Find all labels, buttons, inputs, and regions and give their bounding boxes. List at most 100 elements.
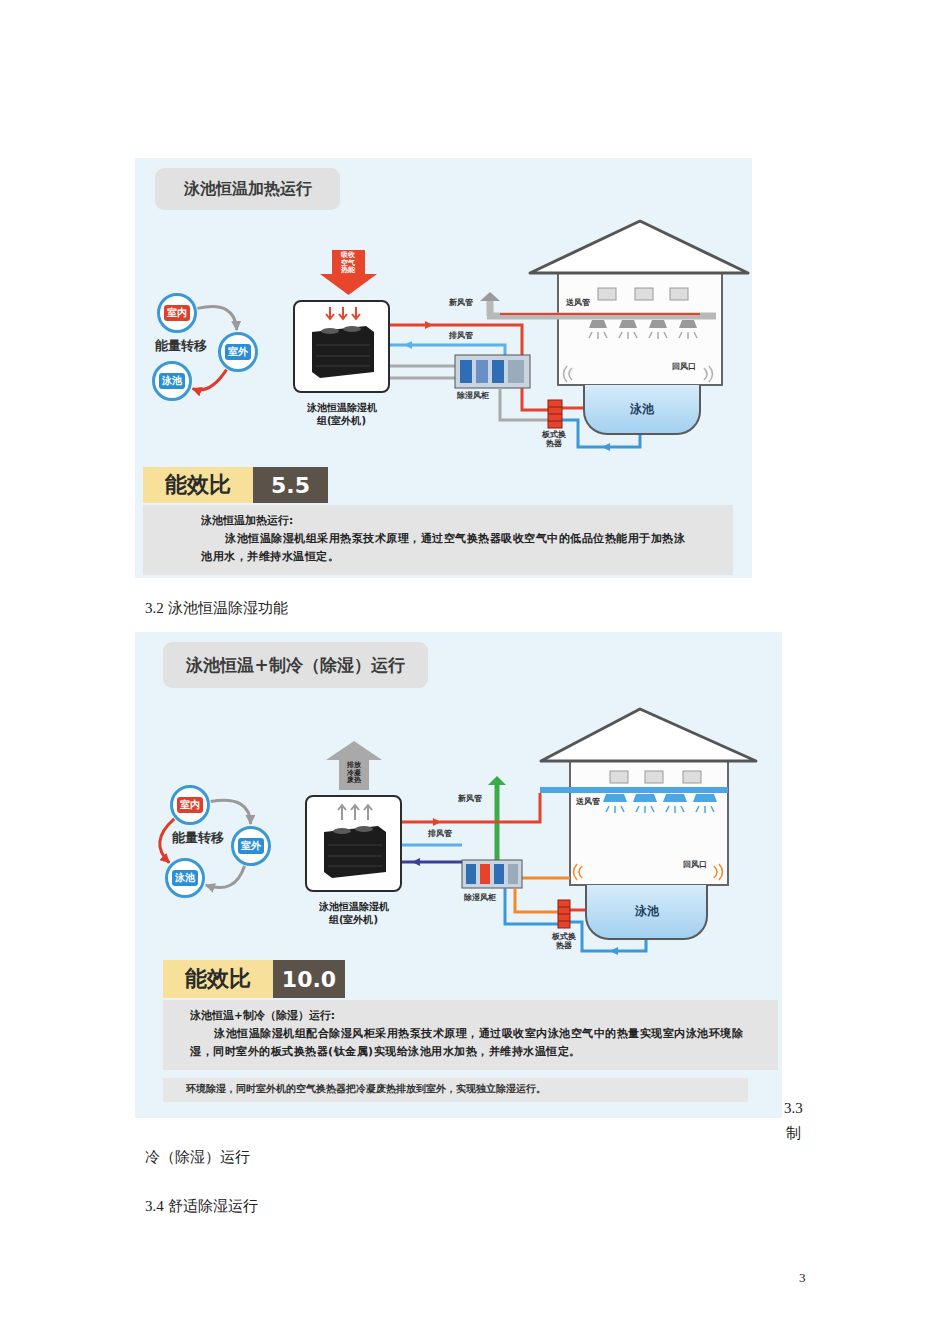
supply-duct-part — [487, 313, 716, 320]
pipe-label: 送风管 — [566, 298, 590, 308]
refrigerant-pipes-part — [425, 321, 433, 329]
dehumidifier-cabinet-part — [455, 355, 530, 388]
outdoor-unit-icon-part — [293, 300, 390, 393]
supply-duct — [480, 292, 716, 382]
outdoor-unit-box: 泳池恒温除湿机组(室外机) — [305, 795, 402, 892]
energy-arrow — [193, 370, 227, 390]
water-pipes-part — [548, 407, 562, 421]
refrigerant-pipes-part — [433, 818, 441, 826]
part-label: 除湿风柜 — [457, 391, 489, 401]
part-label: 除湿风柜 — [464, 893, 496, 903]
energy-arrow — [206, 866, 245, 888]
section-heading: 3.2 泳池恒温除湿功能 — [145, 599, 288, 618]
outdoor-unit-icon-part — [343, 326, 361, 332]
outdoor-unit-icon-part — [324, 826, 386, 878]
outdoor-unit-icon — [293, 300, 390, 393]
outdoor-unit-icon — [305, 795, 402, 892]
water-pipes-part — [558, 907, 570, 921]
supply-duct-part — [589, 332, 697, 339]
page-number: 3 — [799, 1270, 806, 1286]
refrigerant-pipes-part — [488, 776, 506, 785]
outdoor-unit-icon-part — [333, 828, 351, 834]
water-pipes-part — [570, 909, 585, 912]
energy-circle: 室外 — [218, 332, 258, 372]
title-box: 泳池恒温加热运行 — [155, 168, 340, 210]
supply-duct-part — [649, 320, 667, 328]
building-part — [598, 288, 616, 300]
dehumidifier-cabinet-part — [466, 864, 476, 884]
building-part — [610, 771, 628, 783]
panel-background-part — [135, 158, 752, 578]
description-box: 泳池恒温加热运行:泳池恒温除湿机组采用热泵技术原理，通过空气换热器吸收空气中的低… — [143, 505, 733, 575]
energy-caption: 能量转移 — [172, 830, 224, 846]
description-body: 泳池恒温除湿机组配合除湿风柜采用热泵技术原理，通过吸收室内泳池空气中的热量实现室… — [190, 1025, 748, 1061]
part-label: 板式换热器 — [542, 431, 566, 449]
node-text: 泳池恒温加热运行 — [184, 179, 312, 200]
section-heading: 3.3 — [784, 1099, 803, 1118]
dehumidifier-cabinet-part — [462, 860, 522, 888]
pipe-label: 排风管 — [449, 331, 473, 341]
refrigerant-pipes-part — [402, 861, 462, 864]
energy-circle: 室内 — [157, 293, 197, 333]
outdoor-unit-icon-part — [355, 826, 373, 832]
description-box: 泳池恒温+制冷（除湿）运行:泳池恒温除湿机组配合除湿风柜采用热泵技术原理，通过吸… — [163, 1000, 778, 1070]
panel-background — [135, 632, 782, 1118]
building-part — [558, 272, 722, 385]
unit-caption: 泳池恒温除湿机组(室外机) — [319, 900, 389, 926]
heat-intake-arrow-part — [320, 250, 377, 295]
outdoor-unit-icon-part — [321, 328, 339, 334]
supply-duct — [540, 790, 728, 880]
supply-duct-part — [540, 787, 728, 793]
dehumidifier-cabinet-part — [508, 360, 524, 383]
description-body: 泳池恒温除湿机组采用热泵技术原理，通过空气换热器吸收空气中的低品位热能用于加热泳… — [201, 530, 693, 566]
building-part — [670, 288, 688, 300]
node-text: 室外 — [225, 344, 251, 360]
building — [530, 221, 748, 385]
node-text: 泳池 — [630, 401, 654, 418]
node-text: 泳池 — [172, 870, 198, 886]
building-part — [635, 288, 653, 300]
refrigerant-pipes-part — [402, 844, 462, 847]
supply-duct-part — [633, 794, 657, 802]
pipe-label: 送风管 — [576, 797, 600, 807]
pipe-label: 新风管 — [449, 298, 473, 308]
efficiency-value: 5.5 — [253, 467, 328, 503]
dehumidifier-cabinet — [455, 355, 530, 388]
node-text: 室内 — [177, 797, 203, 813]
cut-off-band-part — [163, 1078, 748, 1102]
pipe-label: 排风管 — [428, 829, 452, 839]
outdoor-unit-icon-part — [326, 307, 360, 319]
node-text: 能效比 — [165, 470, 231, 500]
energy-caption: 能量转移 — [155, 338, 207, 354]
section-heading: 3.4 舒适除湿运行 — [145, 1197, 258, 1216]
energy-circle: 泳池 — [152, 361, 192, 401]
pipe-label: 新风管 — [458, 794, 482, 804]
pool-basin: 泳池 — [585, 885, 708, 940]
supply-duct-part — [589, 320, 607, 328]
outdoor-unit-icon-part — [312, 326, 374, 378]
section-heading: 制 — [786, 1124, 801, 1143]
energy-arrow — [197, 307, 236, 330]
building — [541, 709, 756, 885]
building-part — [530, 221, 748, 273]
dehumidifier-cabinet — [462, 860, 522, 888]
refrigerant-pipes-part — [522, 877, 570, 880]
efficiency-tag: 能效比 — [163, 960, 273, 998]
heat-exhaust-arrow-part — [326, 741, 382, 790]
refrigerant-pipes-part — [402, 793, 540, 822]
supply-duct-part — [480, 292, 500, 301]
unit-caption: 泳池恒温除湿机组(室外机) — [307, 401, 377, 427]
dehumidifier-cabinet-part — [480, 864, 490, 884]
energy-circle: 室外 — [231, 826, 271, 866]
refrigerant-pipes-part — [390, 325, 522, 355]
node-text: 泳池 — [635, 903, 659, 920]
supply-duct-part — [606, 806, 714, 813]
node-text: 泳池恒温+制冷（除湿）运行 — [186, 654, 404, 677]
dehumidifier-cabinet-part — [492, 360, 504, 383]
supply-duct-part — [679, 320, 697, 328]
arrow-caption: 吸收空气热能 — [341, 252, 355, 275]
node-text: 室内 — [164, 305, 190, 321]
dehumidifier-cabinet-part — [476, 360, 488, 383]
supply-duct-part — [663, 794, 687, 802]
